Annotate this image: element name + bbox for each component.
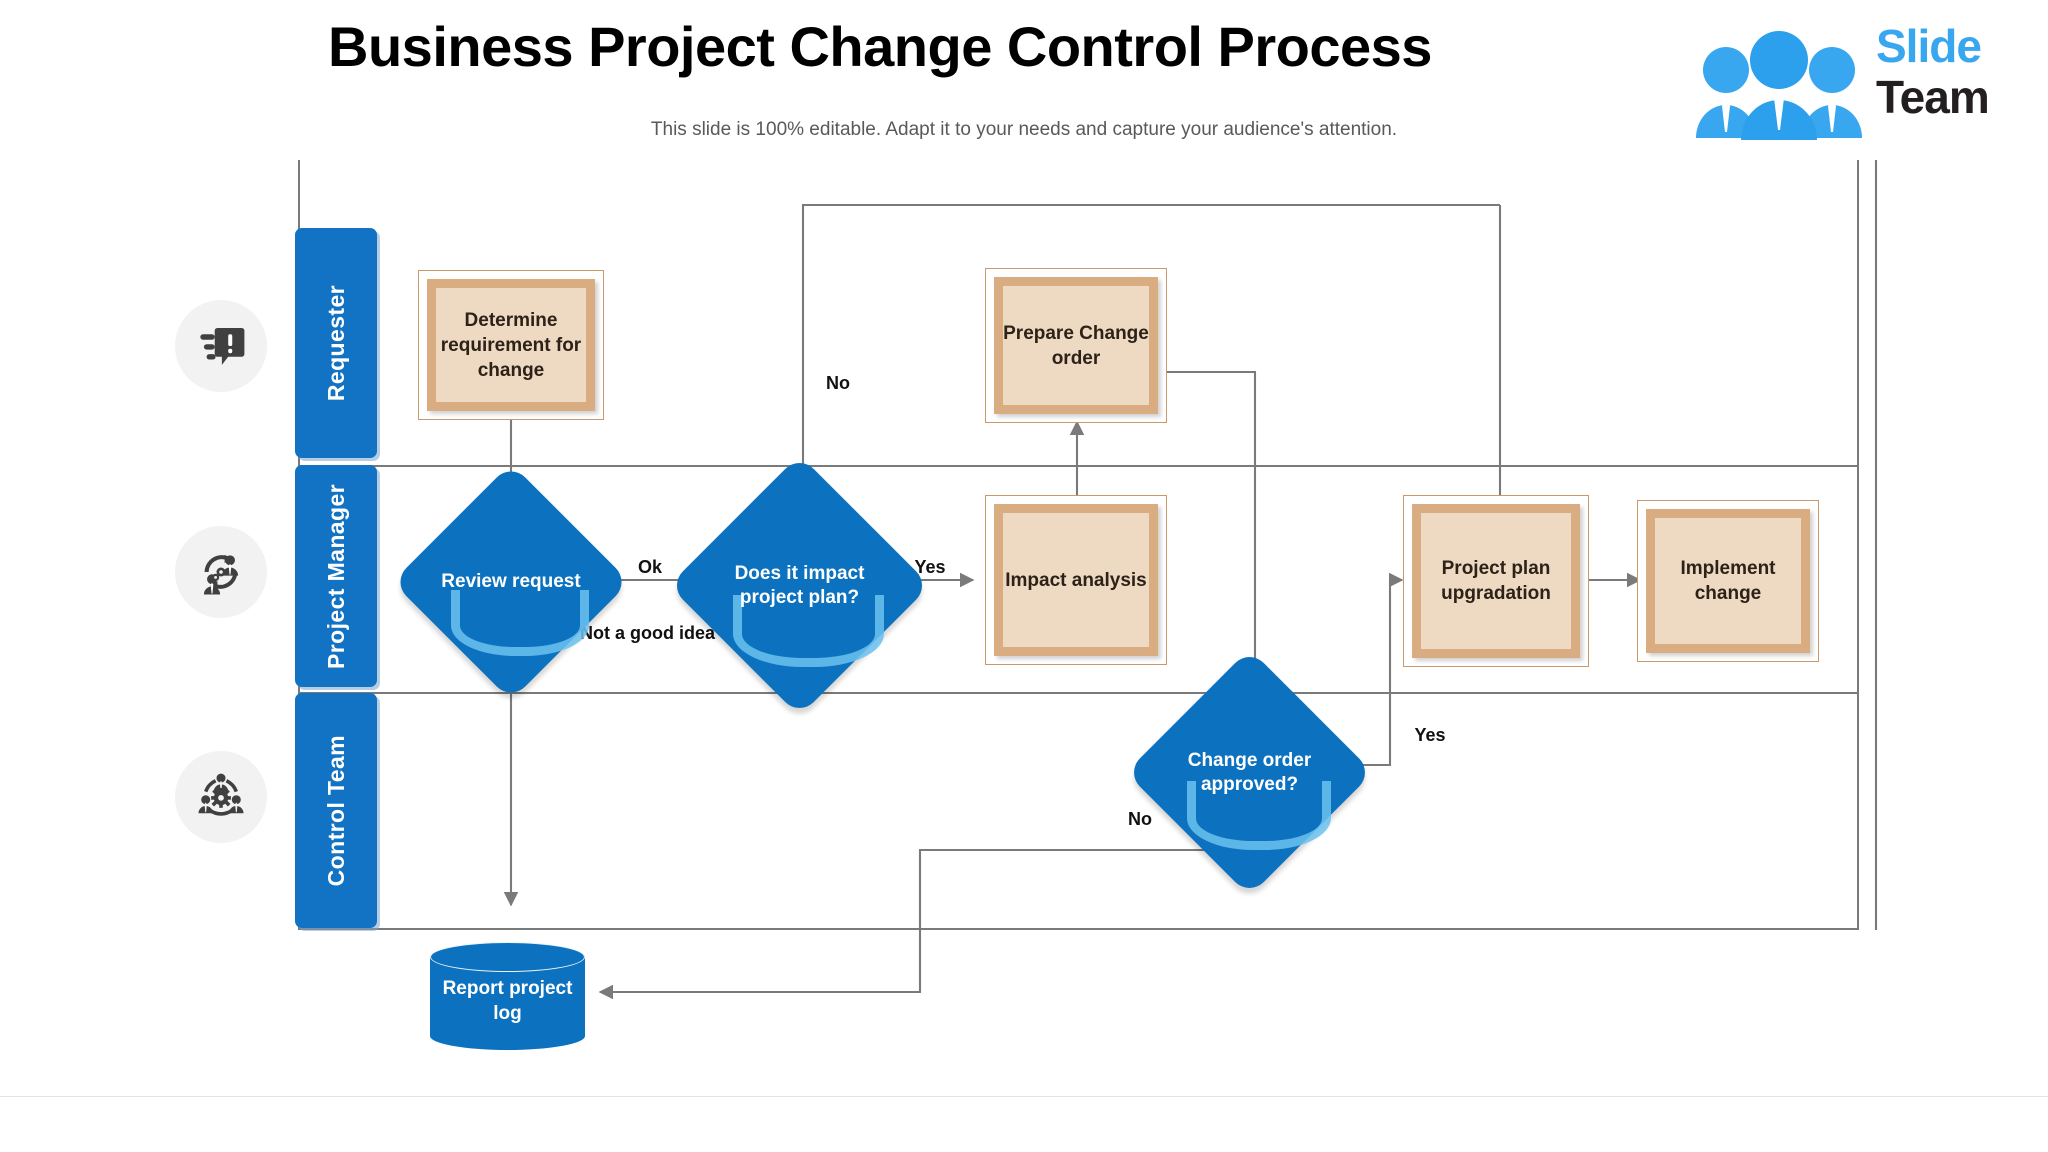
edge-label-not-good: Not a good idea [580, 622, 715, 645]
node-prepare-change-order[interactable]: Prepare Change order [985, 268, 1167, 423]
swimlane-diagram: Requester Project Manager Control Team [0, 160, 2048, 1090]
node-determine-label: Determine requirement for change [436, 288, 586, 402]
node-determine-frame: Determine requirement for change [427, 279, 595, 411]
node-impactq-label: Does it impact project plan? [734, 562, 865, 608]
lane-tab-project-manager[interactable]: Project Manager [295, 465, 377, 687]
lane-divider-1 [298, 465, 1859, 467]
lane-border-right [1857, 160, 1859, 930]
node-report-project-log[interactable]: Report project log [430, 942, 585, 1050]
node-review-request[interactable]: Review request [392, 463, 630, 701]
edge-label-no-impact: No [826, 373, 850, 393]
node-review-label: Review request [441, 571, 581, 592]
node-planupg-label: Project plan upgradation [1421, 513, 1571, 649]
node-implement-change[interactable]: Implement change [1637, 500, 1819, 662]
node-report-label: Report project log [442, 978, 573, 1024]
lane-tab-requester[interactable]: Requester [295, 228, 377, 458]
slideteam-logo[interactable]: Slide Team [1680, 12, 2040, 152]
edge-label-yes-approved: Yes [1414, 725, 1446, 745]
people-gear-exchange-icon [203, 554, 239, 595]
node-does-it-impact[interactable]: Does it impact project plan? [668, 454, 931, 717]
logo-word-slide: Slide [1876, 20, 1982, 72]
node-change-order-approved[interactable]: Change order approved? [1125, 648, 1374, 897]
lane-label-requester: Requester [322, 284, 349, 402]
role-icon-requester [175, 300, 267, 392]
node-approvedq-label: Change order approved? [1187, 749, 1312, 795]
node-planupg-frame: Project plan upgradation [1412, 504, 1580, 658]
footer-divider [0, 1096, 2048, 1097]
node-prepare-frame: Prepare Change order [994, 277, 1158, 414]
alert-message-icon [200, 328, 245, 365]
edge-label-ok: Ok [637, 557, 662, 577]
node-impact-frame: Impact analysis [994, 504, 1158, 656]
logo-word-team: Team [1876, 71, 1990, 123]
three-people-icon [1684, 30, 1874, 140]
node-impact-label: Impact analysis [1003, 513, 1149, 647]
team-gear-network-icon [198, 773, 244, 816]
node-determine-requirement[interactable]: Determine requirement for change [418, 270, 604, 420]
lane-border-bottom [298, 928, 1859, 930]
lane-tab-control-team[interactable]: Control Team [295, 693, 377, 928]
logo-wordmark: Slide Team [1876, 20, 2046, 122]
node-report-top [430, 942, 585, 972]
node-prepare-label: Prepare Change order [1003, 286, 1149, 405]
page-title: Business Project Change Control Process [328, 15, 1432, 78]
node-project-plan-upgradation[interactable]: Project plan upgradation [1403, 495, 1589, 667]
edge-label-not-good-text: Not a good idea [580, 623, 715, 643]
lane-divider-2 [298, 692, 1859, 694]
role-icon-control-team [175, 751, 267, 843]
edge-label-no-approved: No [1128, 809, 1152, 829]
node-implement-label: Implement change [1655, 518, 1801, 644]
lane-label-project-manager: Project Manager [322, 483, 349, 669]
node-implement-frame: Implement change [1646, 509, 1810, 653]
role-icon-project-manager [175, 526, 267, 618]
lane-label-control-team: Control Team [322, 734, 349, 887]
node-impact-analysis[interactable]: Impact analysis [985, 495, 1167, 665]
page-subtitle: This slide is 100% editable. Adapt it to… [650, 119, 1398, 140]
edge-label-yes-impact: Yes [914, 557, 946, 577]
